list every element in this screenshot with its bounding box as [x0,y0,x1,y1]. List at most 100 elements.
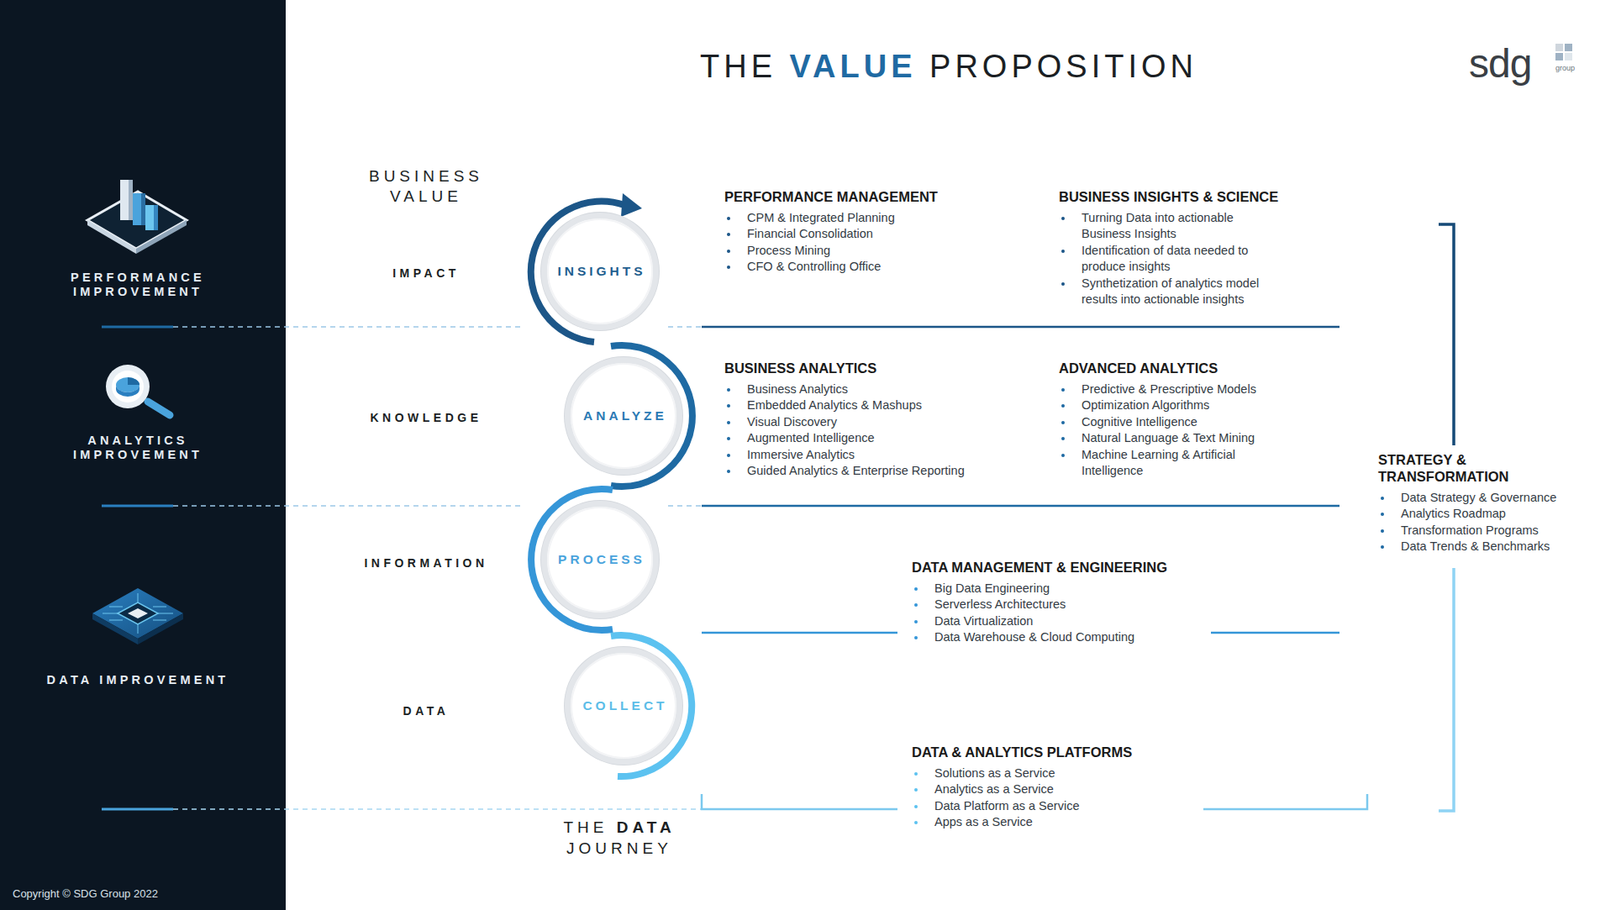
bullet-dot [914,620,918,624]
side-panel: PERFORMANCE IMPROVEMENT ANALYTICS IMPROVE… [0,0,286,910]
bullet-dot [1380,529,1385,533]
text-group: BUSINESS INSIGHTS & SCIENCE Turning Data … [1058,188,1282,308]
group-heading: DATA & ANALYTICS PLATFORMS [911,743,1198,761]
arrow-head [621,193,643,217]
circle-label: INSIGHTS [553,263,646,279]
panel-label: PERFORMANCE IMPROVEMENT [45,270,231,300]
bullet-dot [1380,512,1385,516]
journey-circle: ANALYZE [564,357,683,475]
axis-label: KNOWLEDGE [364,409,487,427]
bullet-text: Immersive Analytics [747,447,855,462]
chip-icon [92,588,184,645]
bullet-item: Predictive & Prescriptive Models [1058,381,1282,398]
bullet-dot [1061,453,1065,458]
row-separator [101,326,1368,810]
bullet-text: Turning Data into actionable Business In… [1081,210,1234,241]
bullet-dot [726,453,731,458]
bullet-item: Analytics as a Service [911,781,1198,798]
value-axis [425,209,428,695]
bullet-text: Optimization Algorithms [1081,398,1210,412]
bullet-text: Apps as a Service [934,815,1033,829]
journey-caption: THE DATA JOURNEY [543,816,695,859]
bullet-item: Data Platform as a Service [911,798,1198,815]
bullet-text: Data Strategy & Governance [1400,490,1557,505]
bullet-dot [914,603,918,607]
bullet-item: Natural Language & Text Mining [1058,430,1282,447]
bullet-item: Optimization Algorithms [1058,397,1282,414]
bullet-text: Guided Analytics & Enterprise Reporting [747,463,965,478]
bullet-text: Transformation Programs [1400,523,1539,537]
bullet-item: Guided Analytics & Enterprise Reporting [724,463,1044,479]
panel-label: DATA IMPROVEMENT [45,673,231,688]
bullet-dot [726,469,731,474]
chart-icon [87,179,187,254]
bullet-dot [726,232,731,237]
group-heading: BUSINESS ANALYTICS [724,359,1044,377]
group-heading: PERFORMANCE MANAGEMENT [724,188,1027,206]
group-heading: BUSINESS INSIGHTS & SCIENCE [1058,188,1282,206]
panel-label: ANALYTICS IMPROVEMENT [45,433,231,463]
bullet-item: Business Analytics [724,381,1044,398]
bullet-item: Cognitive Intelligence [1058,414,1282,431]
bullet-dot [726,216,731,221]
bullet-dot [1061,216,1065,221]
bullet-text: Solutions as a Service [934,766,1055,780]
bullet-dot [726,388,731,392]
bullet-dot [914,772,918,776]
text-group: BUSINESS ANALYTICS Business AnalyticsEmbe… [724,359,1044,479]
bullet-text: Data Virtualization [934,614,1033,628]
bullet-item: Synthetization of analytics model result… [1058,275,1282,309]
circle-label: COLLECT [578,698,668,714]
axis-label: DATA [398,702,455,720]
bullet-dot [726,436,731,441]
axis-label: INFORMATION [358,554,493,572]
bullet-text: Analytics as a Service [934,782,1054,796]
bullet-text: Financial Consolidation [747,226,874,241]
text-group: DATA MANAGEMENT & ENGINEERING Big Data En… [911,558,1202,647]
bullet-dot [1061,282,1065,286]
text-group: ADVANCED ANALYTICS Predictive & Prescript… [1058,359,1282,479]
logo-sub: group [1555,63,1575,73]
logo-text: sdg [1468,43,1532,85]
bullet-text: Augmented Intelligence [747,431,875,445]
journey-circle: COLLECT [564,647,683,765]
bullet-dot [1061,404,1065,408]
bullet-dot [1380,496,1385,500]
bullet-text: Serverless Architectures [934,597,1066,611]
logo-mark [1555,43,1573,61]
journey-circle: PROCESS [541,500,659,619]
side-panel [0,0,286,910]
bullet-dot [726,421,731,425]
axis-title: BUSINESS VALUE [350,166,502,207]
bullet-item: Analytics Roadmap [1378,505,1574,522]
bullet-text: Data Trends & Benchmarks [1400,539,1550,553]
bullet-text: Cognitive Intelligence [1081,415,1198,429]
bullet-text: Synthetization of analytics model result… [1081,276,1259,306]
bullet-item: Apps as a Service [911,814,1198,831]
bullet-item: CFO & Controlling Office [724,258,1027,275]
text-group: STRATEGY & TRANSFORMATIONData Strategy &… [1378,451,1574,556]
bullet-item: Embedded Analytics & Mashups [724,397,1044,414]
bullet-text: Process Mining [747,243,831,258]
bullet-text: Visual Discovery [747,415,837,429]
bullet-dot [914,636,918,640]
bullet-dot [914,587,918,591]
journey-arc [531,200,693,777]
bullet-item: Augmented Intelligence [724,430,1044,447]
bullet-text: Identification of data needed to produce… [1081,243,1248,274]
bullet-item: Visual Discovery [724,414,1044,431]
group-heading: ADVANCED ANALYTICS [1058,359,1282,377]
bullet-dot [1380,545,1385,549]
bullet-dot [914,805,918,809]
bullet-text: Data Warehouse & Cloud Computing [934,630,1135,644]
group-heading: DATA MANAGEMENT & ENGINEERING [911,558,1202,576]
bullet-item: Solutions as a Service [911,765,1198,782]
title: THE VALUE PROPOSITION [700,48,1198,85]
bullet-item: Immersive Analytics [724,447,1044,464]
bullet-text: Business Analytics [747,382,848,396]
bullet-text: CFO & Controlling Office [747,259,881,274]
bullet-item: Data Trends & Benchmarks [1378,538,1574,555]
journey-circle: INSIGHTS [541,212,659,331]
bullet-item: Big Data Engineering [911,580,1202,597]
